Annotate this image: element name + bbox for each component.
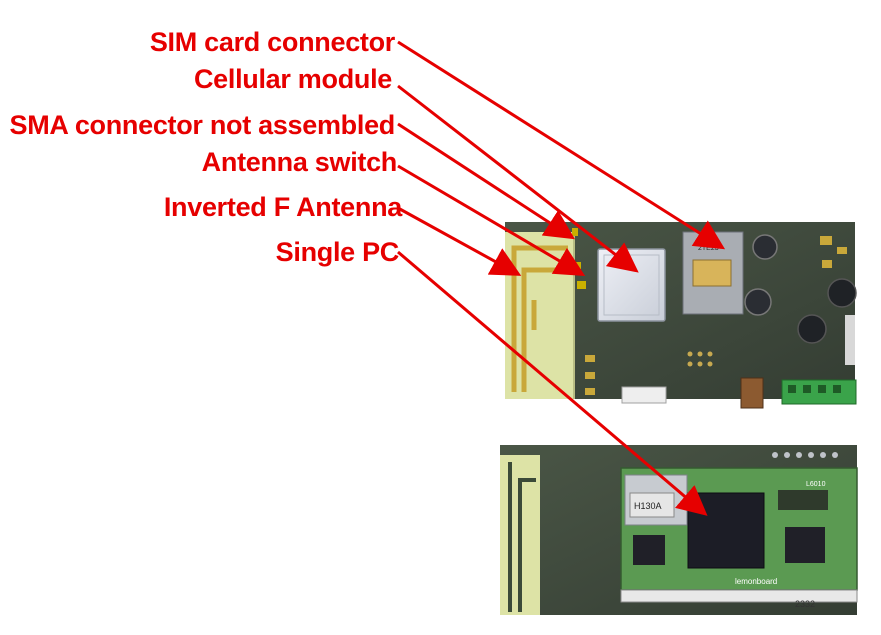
label-single-pc: Single PC bbox=[275, 237, 400, 267]
cellular-module-shield bbox=[597, 248, 666, 322]
label-cellular-module: Cellular module bbox=[193, 64, 392, 94]
sd-card-marking: H130A bbox=[634, 501, 662, 511]
bottom-board: H130A L6010 lemonboard 2332 bbox=[500, 445, 858, 615]
serial-marking: 2332 bbox=[795, 599, 815, 609]
arrow-sma-connector bbox=[397, 122, 576, 240]
label-antenna-switch: Antenna switch bbox=[201, 147, 398, 177]
label-sma-connector: SMA connector not assembled bbox=[9, 110, 396, 140]
label-sim-card-connector: SIM card connector bbox=[149, 27, 395, 57]
sma-pad bbox=[577, 281, 586, 289]
arrow-inverted-f-antenna bbox=[397, 206, 522, 276]
top-board: 2TE23 bbox=[505, 222, 857, 409]
module-marking: L6010 bbox=[806, 481, 826, 488]
single-pc-cpu bbox=[687, 492, 765, 569]
sim-connector-marking: 2TE23 bbox=[698, 245, 719, 252]
brand-marking: lemonboard bbox=[735, 577, 777, 586]
arrow-sim-card-connector bbox=[397, 40, 726, 250]
arrow-cellular-module bbox=[397, 84, 639, 273]
label-inverted-f-antenna: Inverted F Antenna bbox=[163, 192, 402, 222]
arrow-single-pc bbox=[397, 250, 708, 516]
arrow-antenna-switch bbox=[397, 164, 586, 277]
